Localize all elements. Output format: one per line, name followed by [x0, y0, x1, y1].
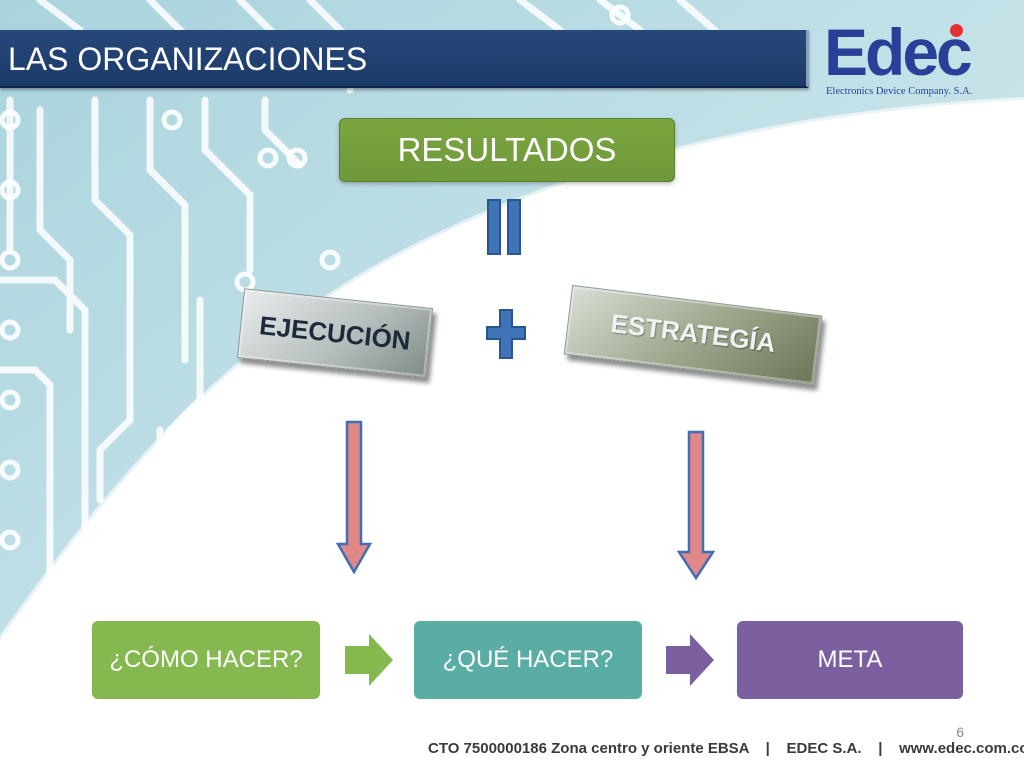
page-number: 6 — [956, 724, 964, 740]
footer-cto: CTO 7500000186 Zona centro y oriente EBS… — [428, 740, 749, 757]
arrow-down-icon — [677, 430, 715, 580]
arrow-right-icon — [345, 634, 393, 686]
footer-separator: | — [878, 740, 883, 757]
arrow-right-icon — [666, 634, 714, 686]
step-como-hacer: ¿CÓMO HACER? — [92, 621, 320, 699]
resultados-box: RESULTADOS — [339, 118, 675, 182]
company-logo: Edec — [824, 15, 973, 89]
arrow-down-icon — [336, 420, 372, 574]
title-bar — [0, 30, 809, 88]
step-meta: META — [737, 621, 963, 699]
footer: CTO 7500000186 Zona centro y oriente EBS… — [428, 740, 1024, 757]
plus-icon — [486, 309, 526, 359]
equals-icon — [487, 199, 521, 255]
step-que-hacer: ¿QUÉ HACER? — [414, 621, 642, 699]
logo-dot-icon — [950, 24, 963, 37]
footer-separator: | — [765, 740, 770, 757]
footer-website: www.edec.com.co — [899, 740, 1024, 757]
logo-tagline: Electronics Device Company. S.A. — [826, 86, 973, 97]
slide-title: LAS ORGANIZACIONES — [8, 41, 368, 77]
footer-company: EDEC S.A. — [786, 740, 862, 757]
